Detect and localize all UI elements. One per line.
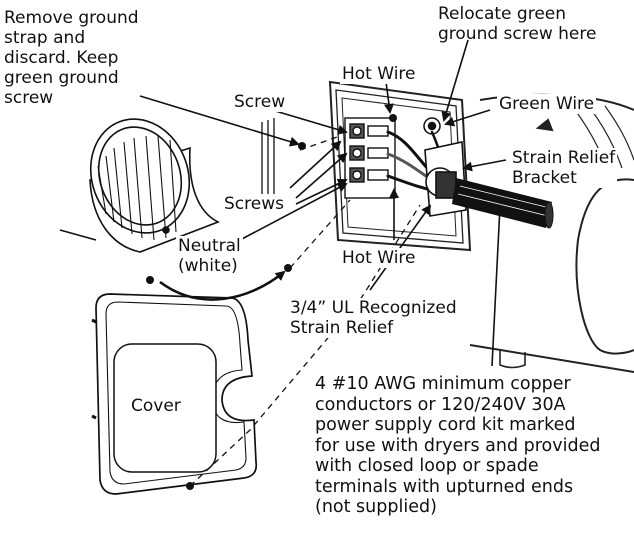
screw-dot: [389, 114, 397, 122]
label-cover: Cover: [131, 396, 181, 416]
loose-screws: [146, 142, 306, 490]
cylinder-lead: [59, 229, 97, 241]
label-conductors-note: 4 #10 AWG minimum copper conductors or 1…: [313, 374, 603, 518]
label-screw: Screw: [232, 92, 288, 112]
label-hot-wire-top: Hot Wire: [340, 64, 418, 84]
hatch-lines: [261, 118, 275, 204]
cover-plate: [91, 293, 258, 495]
label-neutral: Neutral (white): [176, 236, 243, 276]
label-hot-wire-bottom: Hot Wire: [340, 248, 418, 268]
label-relocate-green-screw: Relocate green ground screw here: [438, 4, 597, 44]
power-cord: [452, 178, 554, 229]
label-remove-ground-strap: Remove ground strap and discard. Keep gr…: [4, 8, 139, 108]
leader-lines: [139, 39, 507, 367]
label-green-wire: Green Wire: [497, 94, 597, 114]
dryer-cabinet: [469, 93, 634, 373]
move-arrow: [159, 270, 286, 301]
strain-relief-cylinder: [89, 118, 220, 253]
ground-screw: [423, 117, 441, 135]
label-screws: Screws: [222, 194, 286, 214]
label-strain-relief-bracket: Strain Relief Bracket: [510, 148, 618, 188]
terminal-block: [344, 117, 396, 199]
label-ul-strain-relief: 3/4” UL Recognized Strain Relief: [288, 298, 459, 338]
